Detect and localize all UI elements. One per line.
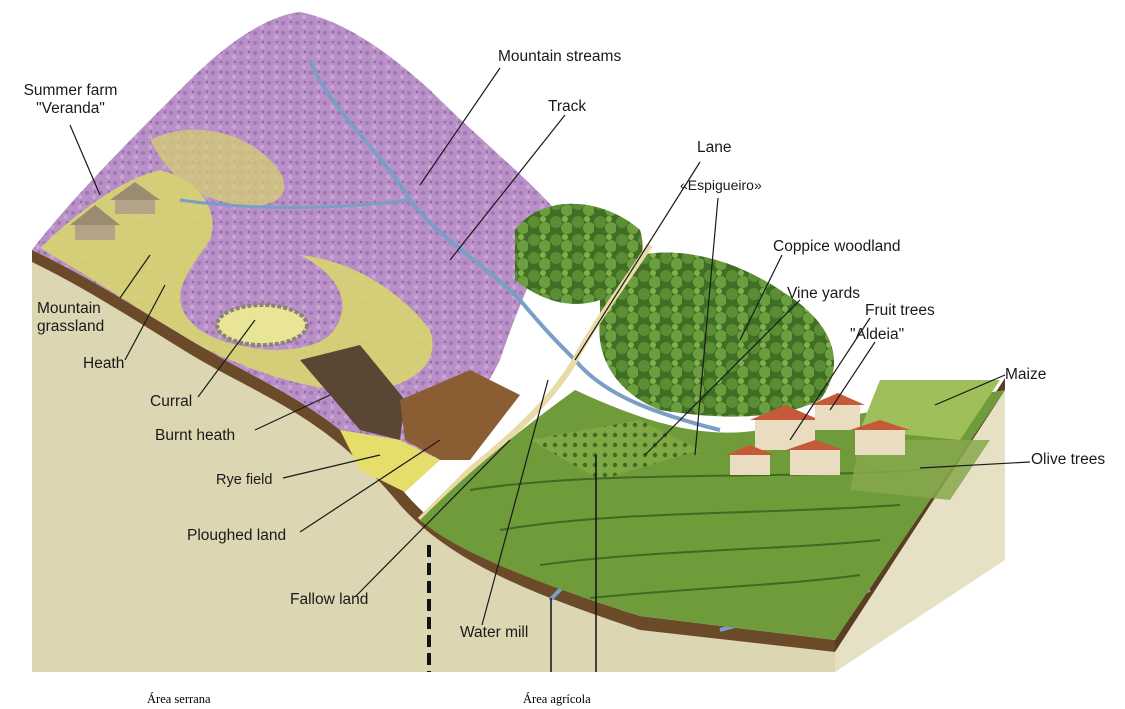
label-mountain-streams: Mountain streams: [498, 48, 621, 66]
label-summer-farm: Summer farm "Veranda": [8, 82, 133, 118]
label-espigueiro: «Espigueiro»: [680, 176, 762, 194]
label-coppice-woodland: Coppice woodland: [773, 238, 901, 256]
label-summer-farm-line1: Summer farm: [8, 82, 133, 100]
label-water-mill: Water mill: [460, 624, 528, 642]
label-mountain-grassland-line2: grassland: [37, 318, 104, 336]
leader-summer-farm: [70, 125, 100, 195]
label-burnt-heath: Burnt heath: [155, 427, 235, 445]
coppice-woodland-main: [599, 253, 834, 417]
label-curral: Curral: [150, 393, 192, 411]
label-vine-yards: Vine yards: [787, 285, 860, 303]
label-lane: Lane: [697, 139, 731, 157]
label-olive-trees: Olive trees: [1031, 451, 1105, 469]
label-aldeia: "Aldeia": [850, 326, 904, 344]
label-maize: Maize: [1005, 366, 1046, 384]
label-rye-field: Rye field: [216, 471, 272, 489]
label-mountain-grassland-line1: Mountain: [37, 300, 104, 318]
label-ploughed-land: Ploughed land: [187, 527, 286, 545]
curral-enclosure: [217, 305, 307, 345]
label-summer-farm-line2: "Veranda": [8, 100, 133, 118]
label-heath: Heath: [83, 355, 124, 373]
label-track: Track: [548, 98, 586, 116]
label-mountain-grassland: Mountain grassland: [37, 300, 104, 336]
caption-area-agricola: Área agrícola: [523, 692, 591, 707]
caption-area-serrana: Área serrana: [147, 692, 211, 707]
label-fallow-land: Fallow land: [290, 591, 368, 609]
label-fruit-trees: Fruit trees: [865, 302, 935, 320]
